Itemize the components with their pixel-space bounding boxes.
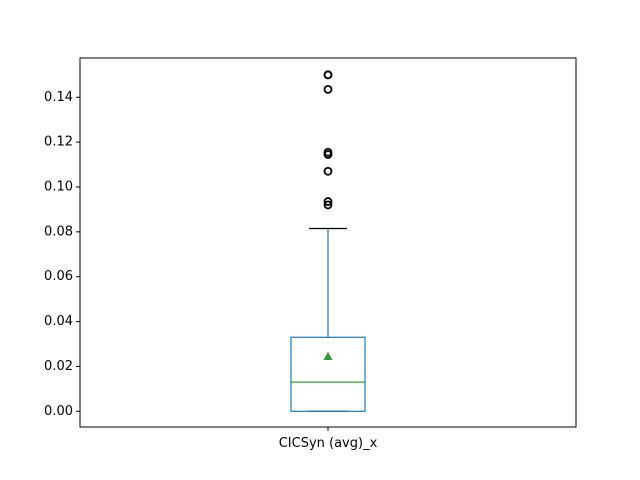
iqr-box	[290, 336, 366, 412]
y-tick-label: 0.10	[44, 179, 73, 194]
y-tick-label: 0.14	[44, 90, 73, 105]
outlier-point	[323, 70, 333, 80]
outlier-point	[323, 200, 333, 210]
x-tick-label: CICSyn (avg)_x	[279, 436, 378, 451]
y-tick-label: 0.08	[44, 224, 73, 239]
y-tick-label: 0.06	[44, 269, 73, 284]
plot-marks	[290, 70, 366, 412]
x-axis: CICSyn (avg)_x	[279, 427, 378, 451]
outlier-point	[323, 150, 333, 159]
outlier-point	[323, 85, 333, 94]
y-tick-label: 0.12	[44, 135, 73, 150]
y-axis: 0.00 0.02 0.04 0.06 0.08 0.10 0.12 0.14	[44, 90, 80, 419]
y-tick-label: 0.02	[44, 359, 73, 374]
outlier-point	[323, 197, 333, 206]
y-tick-label: 0.00	[44, 404, 73, 419]
mean-marker	[323, 351, 333, 360]
y-tick-label: 0.04	[44, 314, 73, 329]
outlier-point	[323, 166, 333, 176]
